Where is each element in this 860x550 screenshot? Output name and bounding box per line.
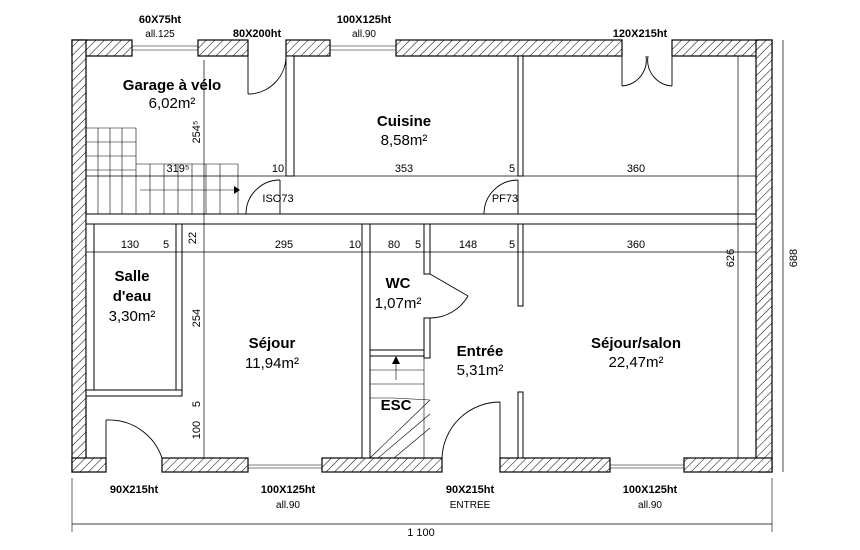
room-wc-area: 1,07m² — [375, 295, 422, 312]
room-sde-name-2: d'eau — [113, 288, 152, 305]
opening-top-1-label: 60X75ht — [139, 14, 182, 26]
opening-bottom-4-sub: all.90 — [638, 500, 662, 511]
dim-stair-width: 319⁵ — [167, 163, 190, 175]
right-wall — [755, 39, 773, 473]
opening-bottom-3-sub: ENTREE — [450, 500, 491, 511]
opening-bottom-2-label: 100X125ht — [261, 484, 316, 496]
room-garage-area: 6,02m² — [149, 95, 196, 112]
wall-sejour-entree — [361, 223, 371, 459]
doors[interactable] — [105, 55, 673, 459]
interior-dimension-lines — [71, 40, 784, 532]
dim-total-width: 1 100 — [407, 527, 435, 539]
room-garage-name: Garage à vélo — [123, 77, 221, 94]
wall-wc-bottom — [369, 349, 425, 357]
wall-sde-bottom — [85, 389, 183, 397]
bottom-wall-4 — [499, 457, 611, 473]
room-salon-area: 22,47m² — [608, 354, 663, 371]
interior-walls — [85, 55, 757, 459]
room-sejour-area: 11,94m² — [245, 355, 299, 372]
dim-upper-4: 360 — [627, 163, 645, 175]
top-wall-3 — [285, 39, 331, 57]
bottom-wall-3 — [321, 457, 443, 473]
opening-top-3-label: 100X125ht — [337, 14, 392, 26]
opening-bottom-3-label: 90X215ht — [446, 484, 495, 496]
dim-lower-10: 360 — [627, 239, 645, 251]
opening-bottom-2-sub: all.90 — [276, 500, 300, 511]
dim-sejour-height: 254 — [191, 309, 203, 327]
room-cuisine-area: 8,58m² — [381, 132, 428, 149]
wall-sde-left — [85, 223, 95, 395]
top-wall-4 — [395, 39, 623, 57]
dim-small-5: 5 — [191, 401, 203, 407]
opening-bottom-1-label: 90X215ht — [110, 484, 159, 496]
dim-garage-height: 254⁵ — [191, 121, 203, 144]
staircase-esc — [369, 355, 431, 459]
dim-lower-3: 22 — [187, 232, 199, 244]
dim-small-100: 100 — [191, 421, 203, 439]
dim-upper-1: 10 — [272, 163, 284, 175]
opening-bottom-4-label: 100X125ht — [623, 484, 678, 496]
bottom-wall-2 — [161, 457, 249, 473]
dim-lower-7: 5 — [415, 239, 421, 251]
opening-pf-label: PF73 — [492, 193, 518, 205]
door-wc[interactable] — [429, 273, 469, 297]
opening-top-2-label: 80X200ht — [233, 28, 282, 40]
dim-lower-2: 5 — [163, 239, 169, 251]
dim-upper-3: 5 — [509, 163, 515, 175]
opening-iso-label: ISO73 — [262, 193, 293, 205]
room-cuisine-name: Cuisine — [377, 113, 431, 130]
room-wc-name: WC — [386, 275, 411, 292]
dim-lower-5: 10 — [349, 239, 361, 251]
room-esc-label: ESC — [381, 397, 412, 414]
dim-upper-2: 353 — [395, 163, 413, 175]
dim-inner-height: 626 — [725, 249, 737, 267]
wall-cuisine-salon — [517, 55, 524, 177]
left-wall — [71, 39, 87, 473]
door-pf73[interactable] — [483, 179, 519, 215]
wall-entree-salon-top — [517, 223, 524, 307]
room-sde-name-1: Salle — [114, 268, 149, 285]
dim-lower-8: 148 — [459, 239, 477, 251]
opening-top-4-label: 120X215ht — [613, 28, 668, 40]
room-entree-name: Entrée — [457, 343, 504, 360]
wall-sde-right — [175, 223, 183, 395]
bottom-wall-5 — [683, 457, 773, 473]
opening-labels: 60X75ht all.125 80X200ht 100X125ht all.9… — [110, 14, 678, 511]
opening-top-1-sub: all.125 — [145, 29, 175, 40]
wall-entree-salon-bottom — [517, 391, 524, 459]
top-wall-2 — [197, 39, 249, 57]
room-entree-area: 5,31m² — [457, 362, 504, 379]
door-iso73[interactable] — [245, 179, 281, 215]
exterior-walls — [71, 39, 773, 473]
dim-total-height: 688 — [788, 249, 800, 267]
wall-wc-right-top — [423, 223, 431, 275]
room-sejour-name: Séjour — [249, 335, 296, 352]
dim-lower-6: 80 — [388, 239, 400, 251]
dimension-texts: 10 353 5 360 130 5 22 295 10 80 5 148 5 … — [121, 121, 800, 539]
bottom-wall-1 — [71, 457, 107, 473]
wall-corridor — [85, 213, 757, 225]
dim-lower-4: 295 — [275, 239, 293, 251]
dim-lower-1: 130 — [121, 239, 139, 251]
wall-wc-right-bottom — [423, 317, 431, 359]
room-sde-area: 3,30m² — [109, 308, 156, 325]
dim-lower-9: 5 — [509, 239, 515, 251]
wall-garage-cuisine — [285, 55, 295, 177]
staircase-garage — [86, 127, 240, 214]
opening-top-3-sub: all.90 — [352, 29, 376, 40]
room-labels: Garage à vélo 6,02m² Cuisine 8,58m² Sall… — [109, 77, 681, 414]
room-salon-name: Séjour/salon — [591, 335, 681, 352]
